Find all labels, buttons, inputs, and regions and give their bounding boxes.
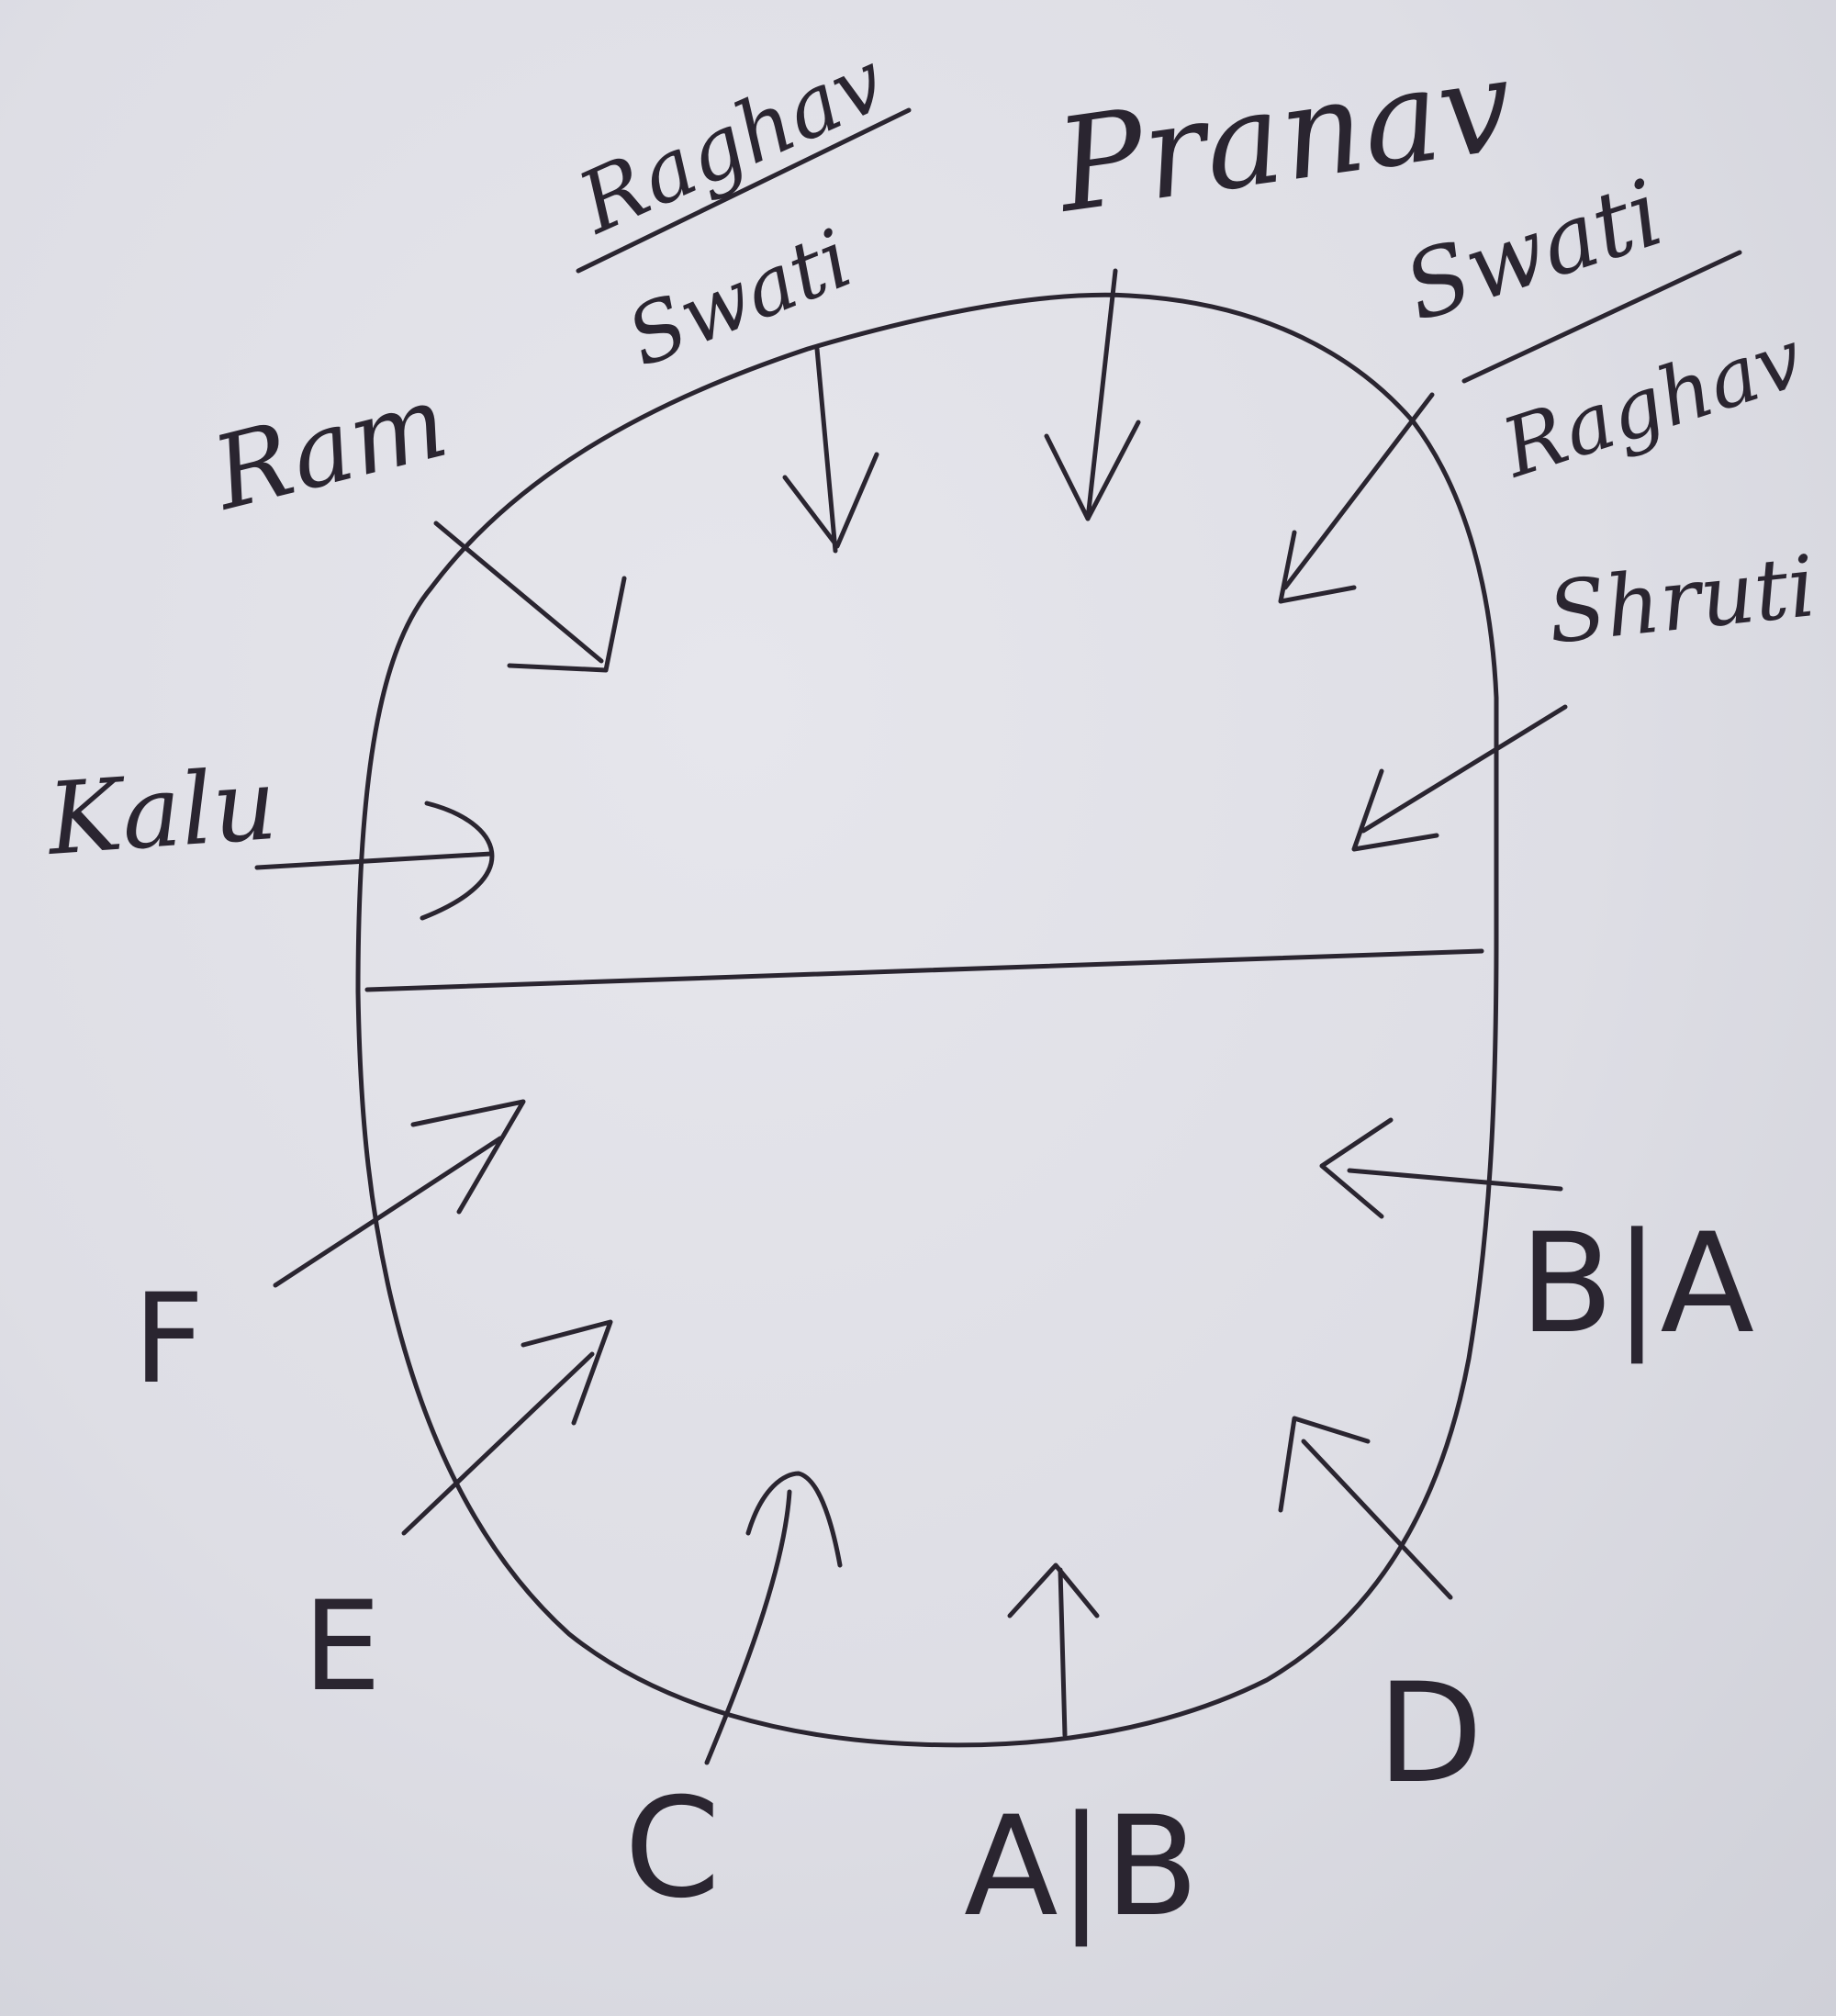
- arrow-swati: [782, 346, 879, 554]
- arrow-f: [273, 1099, 526, 1288]
- label-d: D: [1377, 1654, 1483, 1814]
- fraction-bar-left: [576, 107, 912, 274]
- arrow-ram: [433, 521, 627, 673]
- label-ram: Ram: [200, 362, 458, 532]
- arrow-swati-raghav: [1278, 392, 1435, 604]
- table-outline: [355, 292, 1499, 1748]
- arrow-d: [1278, 1416, 1453, 1600]
- label-b-a: B|A: [1519, 1204, 1754, 1364]
- label-kalu: Kalu: [42, 747, 280, 878]
- arrow-e: [401, 1319, 613, 1536]
- table-divider: [364, 948, 1484, 992]
- arrow-c: [704, 1471, 843, 1765]
- label-e: E: [303, 1574, 381, 1719]
- arrow-a-b: [1007, 1562, 1100, 1738]
- arrow-shruti: [1351, 704, 1568, 852]
- arrow-b-a: [1319, 1117, 1563, 1219]
- label-raghav-top-right: Raghav: [1490, 310, 1814, 496]
- label-f: F: [133, 1267, 205, 1411]
- label-a-b: A|B: [964, 1787, 1199, 1947]
- label-raghav-top-left: Raghav: [564, 32, 900, 253]
- label-c: C: [624, 1769, 721, 1929]
- arrow-kalu: [254, 801, 495, 921]
- label-shruti: Shruti: [1543, 537, 1819, 663]
- label-pranav: Pranav: [1046, 30, 1521, 242]
- arrow-pranav: [1044, 268, 1141, 521]
- fraction-bar-right: [1461, 250, 1742, 384]
